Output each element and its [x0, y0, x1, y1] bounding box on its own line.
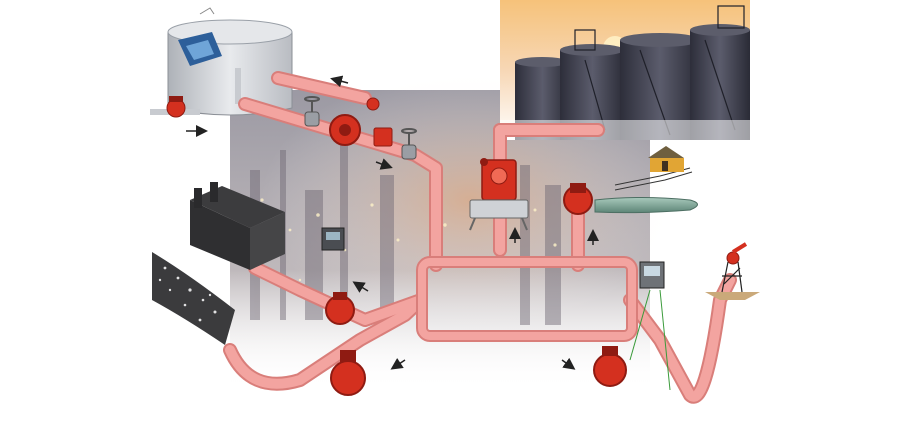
gate-valve-icon [304, 96, 320, 127]
deluge-valve-icon [593, 346, 627, 387]
flow-arrow-icon [186, 75, 599, 370]
control-panel-icon [629, 261, 671, 391]
pump-house-icon [648, 146, 684, 172]
foam-hose-line [594, 167, 698, 214]
foam-proportioner-icon [469, 158, 529, 231]
deluge-valve-icon [329, 97, 393, 147]
foam-discharge-hose-icon [152, 252, 235, 345]
deluge-valve-icon [330, 350, 366, 396]
storage-tank-icon [167, 7, 293, 116]
pump-icon [150, 96, 200, 118]
deluge-valve-icon [325, 292, 355, 325]
foam-concentrate-tank-icon [190, 182, 285, 270]
tank-farm-photo [500, 0, 750, 140]
control-panel-icon [321, 227, 345, 251]
gate-valve-icon [401, 128, 417, 160]
monitor-nozzle-icon [705, 242, 760, 300]
deluge-valve-icon [563, 183, 593, 215]
